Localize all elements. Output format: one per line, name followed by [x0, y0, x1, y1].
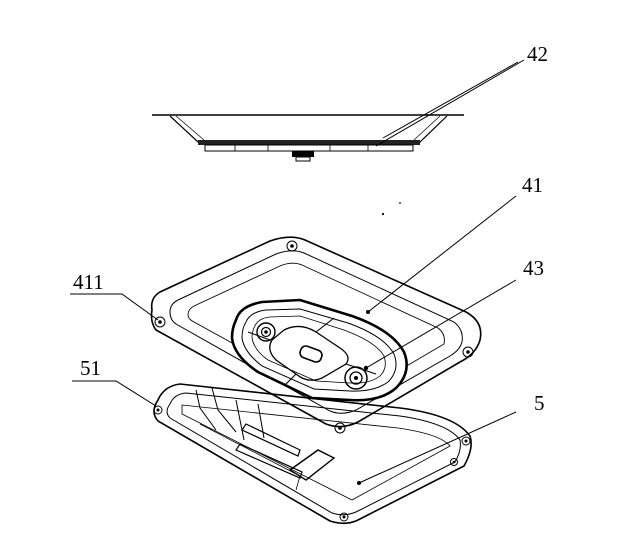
tray-screw-hole	[339, 512, 349, 522]
plate-mount-hole	[286, 240, 298, 252]
leader-line-41	[367, 195, 517, 313]
leader-line-42-b	[375, 59, 525, 147]
label-41: 41	[522, 173, 543, 197]
valve-boss-left	[256, 322, 276, 342]
plate-mount-hole	[154, 316, 166, 328]
leader-line-5	[358, 411, 517, 484]
part-42-cover	[152, 114, 464, 162]
label-43: 43	[523, 256, 544, 280]
leader-line-43	[365, 279, 517, 369]
leader-line-51	[72, 380, 157, 407]
plate-mount-hole	[334, 422, 346, 434]
tray-screw-hole	[450, 458, 458, 466]
leader-line-411	[70, 293, 159, 321]
label-5: 5	[534, 391, 545, 415]
leader-lines	[70, 59, 525, 484]
speck	[399, 202, 401, 204]
label-51: 51	[80, 356, 101, 380]
label-42: 42	[527, 42, 548, 66]
valve-boss-right	[344, 366, 368, 390]
tray-screw-hole	[153, 405, 163, 415]
part-43-seal-ring	[230, 298, 408, 402]
speck	[381, 212, 385, 216]
leader-line-42	[382, 61, 519, 139]
tray-screw-hole	[461, 436, 471, 446]
part-5-tray	[153, 383, 472, 525]
label-411: 411	[73, 270, 104, 294]
plate-mount-hole	[462, 346, 474, 358]
